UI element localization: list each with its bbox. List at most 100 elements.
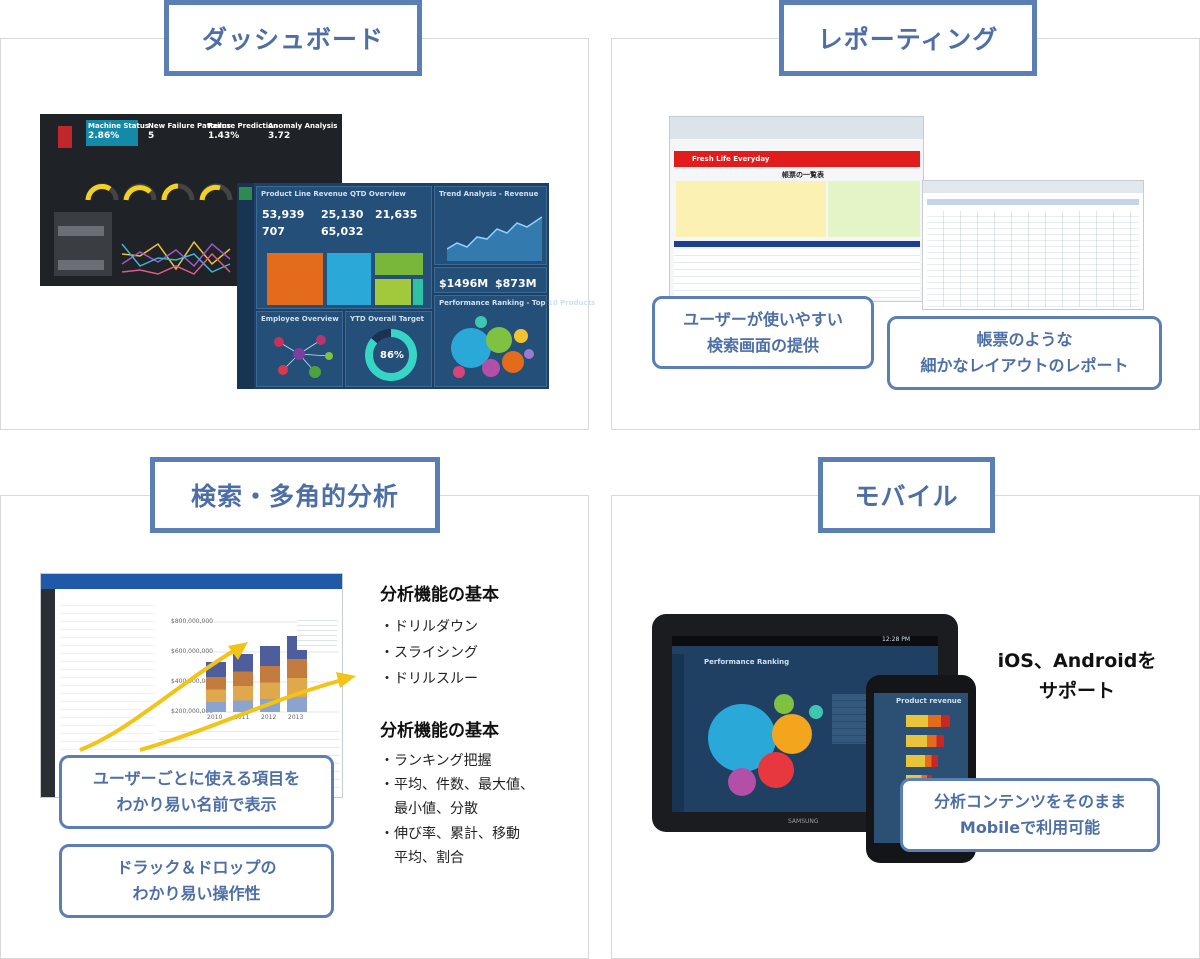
mobile-support-line-2: サポート: [1038, 680, 1115, 702]
blue-dashboard-screenshot: Product Line Revenue QTD Overview 53,939…: [237, 183, 595, 389]
feature-group-2-heading: 分析機能の基本: [380, 721, 499, 741]
treemap-green-2: [375, 279, 411, 305]
feature-1-item-3: ・ドリルスルー: [380, 671, 478, 687]
report-toolbar: [923, 181, 1143, 193]
analysis-title: 検索・多角的分析: [150, 457, 440, 533]
feature-group-1-heading: 分析機能の基本: [380, 585, 499, 605]
callout-dnd-line-1: ドラック＆ドロップの: [116, 858, 277, 877]
revenue-tile: $1496M $873M: [434, 267, 547, 293]
callout-dnd-line-2: わかり易い操作性: [132, 884, 261, 903]
tile-title-3: Employee Overview: [261, 315, 339, 323]
ranking-tile: Performance Ranking - Top 10 Products: [434, 295, 595, 387]
tile-title-2: Trend Analysis - Revenue: [439, 190, 539, 198]
line-chart-thumbnail: [121, 240, 231, 275]
analysis-sidebar: [41, 589, 55, 797]
tablet-status-bar: [672, 636, 938, 646]
tile-title-4: YTD Overall Target: [350, 315, 424, 323]
dark-kpi-label-4: Anomaly Analysis: [268, 122, 338, 130]
callout-mobile-content: 分析コンテンツをそのまま Mobileで利用可能: [900, 778, 1160, 852]
tile-title-1: Product Line Revenue QTD Overview: [261, 190, 406, 198]
analysis-topbar: [41, 574, 342, 589]
treemap-teal: [413, 279, 423, 305]
form-area-yellow: [676, 181, 826, 237]
kpi-3: 21,635: [375, 208, 418, 221]
phone-bar-2: [906, 735, 944, 747]
dark-kpi-label-3: Failure Prediction: [208, 122, 278, 130]
gauge-value: 86%: [380, 350, 404, 361]
dark-kpi-label-1: Machine Status: [88, 122, 149, 130]
report-heading: 帳票の一覧表: [782, 171, 824, 179]
callout-drag-drop: ドラック＆ドロップの わかり易い操作性: [59, 844, 334, 918]
dark-kpi-value-4: 3.72: [268, 131, 291, 141]
x-label-2013: 2013: [288, 714, 304, 721]
treemap-green: [375, 253, 423, 275]
network-chart: [274, 335, 333, 378]
kpi-1: 53,939: [262, 208, 305, 221]
bar-2012: [260, 646, 280, 712]
dark-side-button-2: [58, 260, 104, 270]
feature-2-item-3: 最小値、分散: [380, 801, 478, 817]
form-divider: [674, 241, 920, 247]
callout-search-screen: ユーザーが使いやすい 検索画面の提供: [652, 296, 874, 369]
y-tick-4: $200,000,000: [171, 708, 213, 715]
dark-kpi-value-2: 5: [148, 131, 155, 141]
treemap-orange: [267, 253, 323, 305]
trend-tile: Trend Analysis - Revenue: [434, 186, 547, 265]
kpi-4: 707: [262, 225, 285, 238]
tile-title-5: Performance Ranking - Top 10 Products: [439, 299, 596, 307]
phone-title: Product revenue: [896, 697, 962, 705]
callout-mobile-line-2: Mobileで利用可能: [959, 818, 1101, 837]
dark-side-button: [58, 226, 104, 236]
report-layout-screenshot: [922, 180, 1144, 310]
dark-kpi-value-1: 2.86%: [88, 131, 120, 141]
dashboard-title: ダッシュボード: [164, 0, 422, 76]
trend-area-chart: [447, 216, 542, 261]
treemap-cyan: [327, 253, 371, 305]
drag-arrows: [79, 642, 356, 752]
search-screen-screenshot: Fresh Life Everyday 帳票の一覧表: [669, 116, 924, 302]
feature-2-item-2: ・平均、件数、最大値、: [380, 777, 534, 793]
tablet-bubble-chart: [708, 694, 823, 796]
kpi-tile: Product Line Revenue QTD Overview 53,939…: [256, 186, 432, 309]
app-logo: [58, 126, 72, 148]
dark-kpi-value-3: 1.43%: [208, 131, 240, 141]
bar-2010: [206, 662, 226, 712]
feature-2-item-5: 平均、割合: [380, 850, 464, 866]
bar-2011: [233, 654, 253, 712]
mobile-support-text: iOS、Androidを サポート: [972, 646, 1182, 706]
x-label-2011: 2011: [234, 714, 250, 721]
tablet-title: Performance Ranking: [704, 658, 790, 666]
callout-report-layout: 帳票のような 細かなレイアウトのレポート: [887, 316, 1162, 390]
bubble-chart: [451, 316, 534, 378]
feature-1-item-1: ・ドリルダウン: [380, 619, 478, 635]
callout-item-names: ユーザーごとに使える項目を わかり易い名前で表示: [59, 755, 334, 829]
banner-text: Fresh Life Everyday: [692, 155, 770, 163]
kpi-5: 65,032: [321, 225, 364, 238]
x-label-2012: 2012: [261, 714, 277, 721]
feature-2-item-1: ・ランキング把握: [380, 753, 492, 769]
chart-legend: [297, 616, 337, 650]
mobile-support-line-1: iOS、Androidを: [997, 650, 1157, 672]
dark-kpi-label-2: New Failure Patterns: [148, 122, 231, 130]
result-grid: [674, 249, 920, 299]
toolbar-active: [239, 187, 252, 200]
report-header-bar: [927, 199, 1139, 205]
reporting-title: レポーティング: [779, 0, 1037, 76]
y-tick-1: $800,000,000: [171, 618, 213, 625]
kpi-2: 25,130: [321, 208, 364, 221]
revenue-1: $1496M: [439, 277, 489, 290]
callout-names-line-2: わかり易い名前で表示: [116, 795, 277, 814]
callout-layout-line-1: 帳票のような: [976, 330, 1073, 349]
phone-bar-3: [906, 755, 938, 767]
revenue-2: $873M: [495, 277, 537, 290]
phone-bar-1: [906, 715, 950, 727]
form-area-green: [828, 181, 920, 237]
callout-layout-line-2: 細かなレイアウトのレポート: [920, 356, 1129, 375]
report-banner: [674, 151, 920, 167]
tablet-side-nav: [672, 654, 684, 812]
kpi-highlight: [86, 120, 138, 146]
left-toolbar: [237, 183, 254, 389]
tablet-brand: SAMSUNG: [788, 818, 819, 825]
feature-2-item-4: ・伸び率、累計、移動: [380, 826, 520, 842]
callout-mobile-line-1: 分析コンテンツをそのまま: [933, 792, 1126, 811]
